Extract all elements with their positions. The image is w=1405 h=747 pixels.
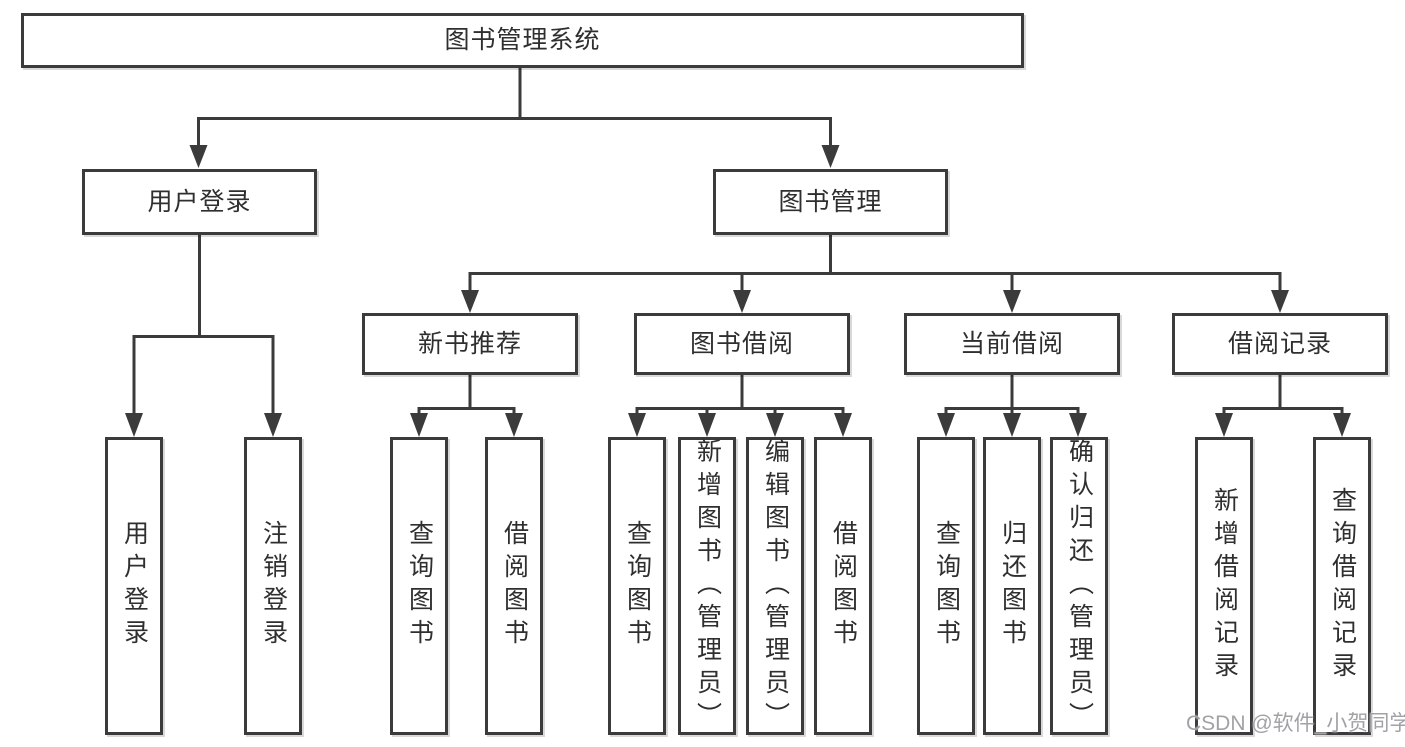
arrow-down-icon	[1003, 413, 1021, 437]
leaf-current-query-books: 查询图书	[917, 437, 975, 735]
node-borrow-records: 借阅记录	[1172, 313, 1388, 375]
arrow-down-icon	[733, 290, 751, 313]
arrow-down-icon	[410, 413, 428, 437]
leaf-recommend-query-books-label: 查询图书	[405, 520, 434, 652]
arrow-down-icon	[1271, 290, 1289, 313]
leaf-borrow-query-books: 查询图书	[608, 437, 666, 735]
arrow-down-icon	[461, 290, 479, 313]
node-book-management-label: 图书管理	[778, 187, 883, 216]
node-user-login: 用户登录	[82, 169, 317, 235]
node-book-borrow: 图书借阅	[634, 313, 850, 375]
arrow-down-icon	[1069, 413, 1087, 437]
leaf-logout-label: 注销登录	[259, 520, 288, 652]
watermark: CSDN @软件_小贺同学	[1186, 712, 1405, 735]
node-root-label: 图书管理系统	[444, 26, 601, 54]
arrow-down-icon	[1003, 290, 1021, 313]
leaf-current-confirm-return-admin-label: 确认归还（管理员）	[1065, 437, 1094, 735]
arrow-down-icon	[1333, 413, 1351, 437]
leaf-current-confirm-return-admin: 确认归还（管理员）	[1050, 437, 1108, 735]
node-current-borrow-label: 当前借阅	[959, 329, 1064, 358]
arrow-down-icon	[125, 413, 143, 437]
node-book-borrow-label: 图书借阅	[689, 329, 794, 358]
node-user-login-label: 用户登录	[147, 187, 252, 216]
leaf-recommend-borrow-books: 借阅图书	[485, 437, 543, 735]
leaf-user-login-label: 用户登录	[120, 520, 149, 652]
leaf-current-query-books-label: 查询图书	[932, 520, 961, 652]
leaf-records-add-record-label: 新增借阅记录	[1210, 487, 1239, 685]
node-new-book-recommend: 新书推荐	[362, 313, 578, 375]
leaf-borrow-query-books-label: 查询图书	[623, 520, 652, 652]
arrow-down-icon	[1215, 413, 1233, 437]
leaf-borrow-borrow-books: 借阅图书	[814, 437, 872, 735]
arrow-down-icon	[821, 145, 840, 168]
node-current-borrow: 当前借阅	[904, 313, 1120, 375]
arrow-down-icon	[698, 413, 716, 437]
arrow-down-icon	[834, 413, 852, 437]
node-root: 图书管理系统	[21, 13, 1024, 68]
leaf-records-query-record-label: 查询借阅记录	[1328, 487, 1357, 685]
leaf-records-query-record: 查询借阅记录	[1313, 437, 1371, 735]
leaf-logout: 注销登录	[244, 437, 302, 735]
arrow-down-icon	[628, 413, 646, 437]
leaf-borrow-edit-books-admin-label: 编辑图书（管理员）	[761, 437, 790, 735]
leaf-records-add-record: 新增借阅记录	[1195, 437, 1253, 735]
leaf-recommend-borrow-books-label: 借阅图书	[500, 520, 529, 652]
leaf-borrow-add-books-admin: 新增图书（管理员）	[678, 437, 736, 735]
arrow-down-icon	[937, 413, 955, 437]
node-new-book-recommend-label: 新书推荐	[417, 329, 522, 358]
arrow-down-icon	[505, 413, 523, 437]
leaf-current-return-books-label: 归还图书	[998, 520, 1027, 652]
leaf-current-return-books: 归还图书	[983, 437, 1041, 735]
node-borrow-records-label: 借阅记录	[1227, 329, 1332, 358]
leaf-borrow-add-books-admin-label: 新增图书（管理员）	[693, 437, 722, 735]
arrow-down-icon	[264, 413, 282, 437]
arrow-down-icon	[189, 145, 208, 168]
leaf-borrow-edit-books-admin: 编辑图书（管理员）	[746, 437, 804, 735]
node-book-management: 图书管理	[713, 169, 948, 235]
leaf-recommend-query-books: 查询图书	[390, 437, 448, 735]
leaf-borrow-borrow-books-label: 借阅图书	[829, 520, 858, 652]
arrow-down-icon	[766, 413, 784, 437]
leaf-user-login: 用户登录	[105, 437, 163, 735]
